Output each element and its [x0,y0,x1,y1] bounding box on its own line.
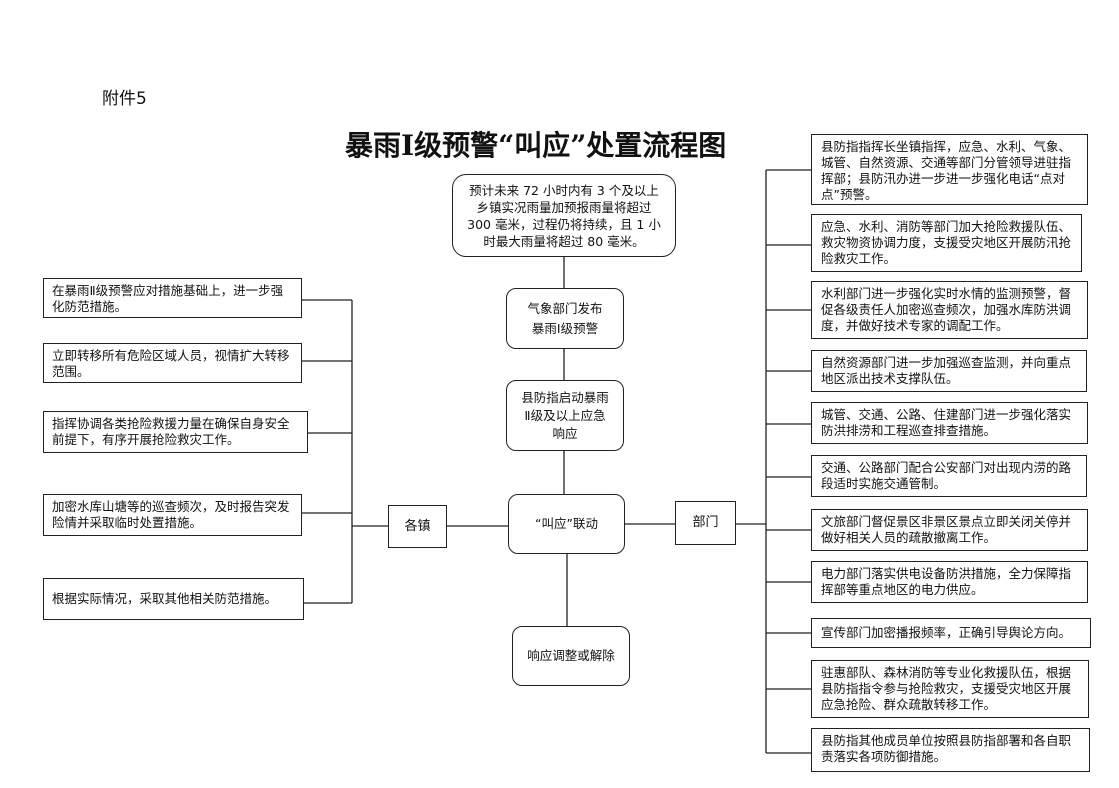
town-measure-box: 在暴雨Ⅱ级预警应对措施基础上，进一步强化防范措施。 [43,278,302,318]
department-measure-box: 驻惠部队、森林消防等专业化救援队伍，根据县防指指令参与抢险救灾，支援受灾地区开展… [811,660,1089,718]
town-measure-box: 立即转移所有危险区域人员，视情扩大转移范围。 [43,343,302,383]
page-title: 暴雨I级预警“叫应”处置流程图 [345,129,727,162]
town-measure-box: 加密水库山塘等的巡查频次，及时报告突发险情并采取临时处置措施。 [43,494,302,536]
department-measure-box: 县防指指挥长坐镇指挥，应急、水利、气象、城管、自然资源、交通等部门分管领导进驻指… [811,134,1088,205]
trigger-condition-box: 预计未来 72 小时内有 3 个及以上乡镇实况雨量加预报雨量将超过 300 毫米… [452,174,676,257]
department-measure-box: 文旅部门督促景区非景区景点立即关闭关停并做好相关人员的疏散撤离工作。 [811,509,1088,551]
town-measure-box: 指挥协调各类抢险救援力量在确保自身安全前提下，有序开展抢险救灾工作。 [43,411,308,453]
department-measure-box: 宣传部门加密播报频率，正确引导舆论方向。 [811,618,1091,648]
linkage-text: “叫应”联动 [535,516,598,531]
meteorology-warning-box: 气象部门发布暴雨I级预警 [506,288,624,349]
meteorology-warning-text: 气象部门发布暴雨I级预警 [527,300,603,336]
department-measure-box: 交通、公路部门配合公安部门对出现内涝的路段适时实施交通管制。 [811,455,1087,497]
department-measure-box: 应急、水利、消防等部门加大抢险救援队伍、救灾物资协调力度，支援受灾地区开展防汛抢… [811,214,1082,272]
county-response-text: 县防指启动暴雨Ⅱ级及以上应急响应 [521,389,609,441]
town-measure-box: 根据实际情况，采取其他相关防范措施。 [43,578,304,620]
attachment-label: 附件5 [102,89,147,109]
departments-hub-box: 部门 [675,501,736,545]
department-measure-box: 水利部门进一步强化实时水情的监测预警，督促各级责任人加密巡查频次，加强水库防洪调… [811,281,1088,339]
department-measure-box: 县防指其他成员单位按照县防指部署和各自职责落实各项防御措施。 [811,728,1090,772]
adjust-box: 响应调整或解除 [512,626,630,686]
county-response-box: 县防指启动暴雨Ⅱ级及以上应急响应 [506,380,624,451]
trigger-condition-text: 预计未来 72 小时内有 3 个及以上乡镇实况雨量加预报雨量将超过 300 毫米… [467,182,661,249]
department-measure-box: 电力部门落实供电设备防洪措施，全力保障指挥部等重点地区的电力供应。 [811,561,1088,603]
towns-hub-box: 各镇 [388,505,447,548]
adjust-text: 响应调整或解除 [527,648,615,663]
linkage-box: “叫应”联动 [508,494,625,554]
department-measure-box: 自然资源部门进一步加强巡查监测，并向重点地区派出技术支撑队伍。 [811,350,1087,392]
department-measure-box: 城管、交通、公路、住建部门进一步强化落实防洪排涝和工程巡查排查措施。 [811,402,1088,444]
